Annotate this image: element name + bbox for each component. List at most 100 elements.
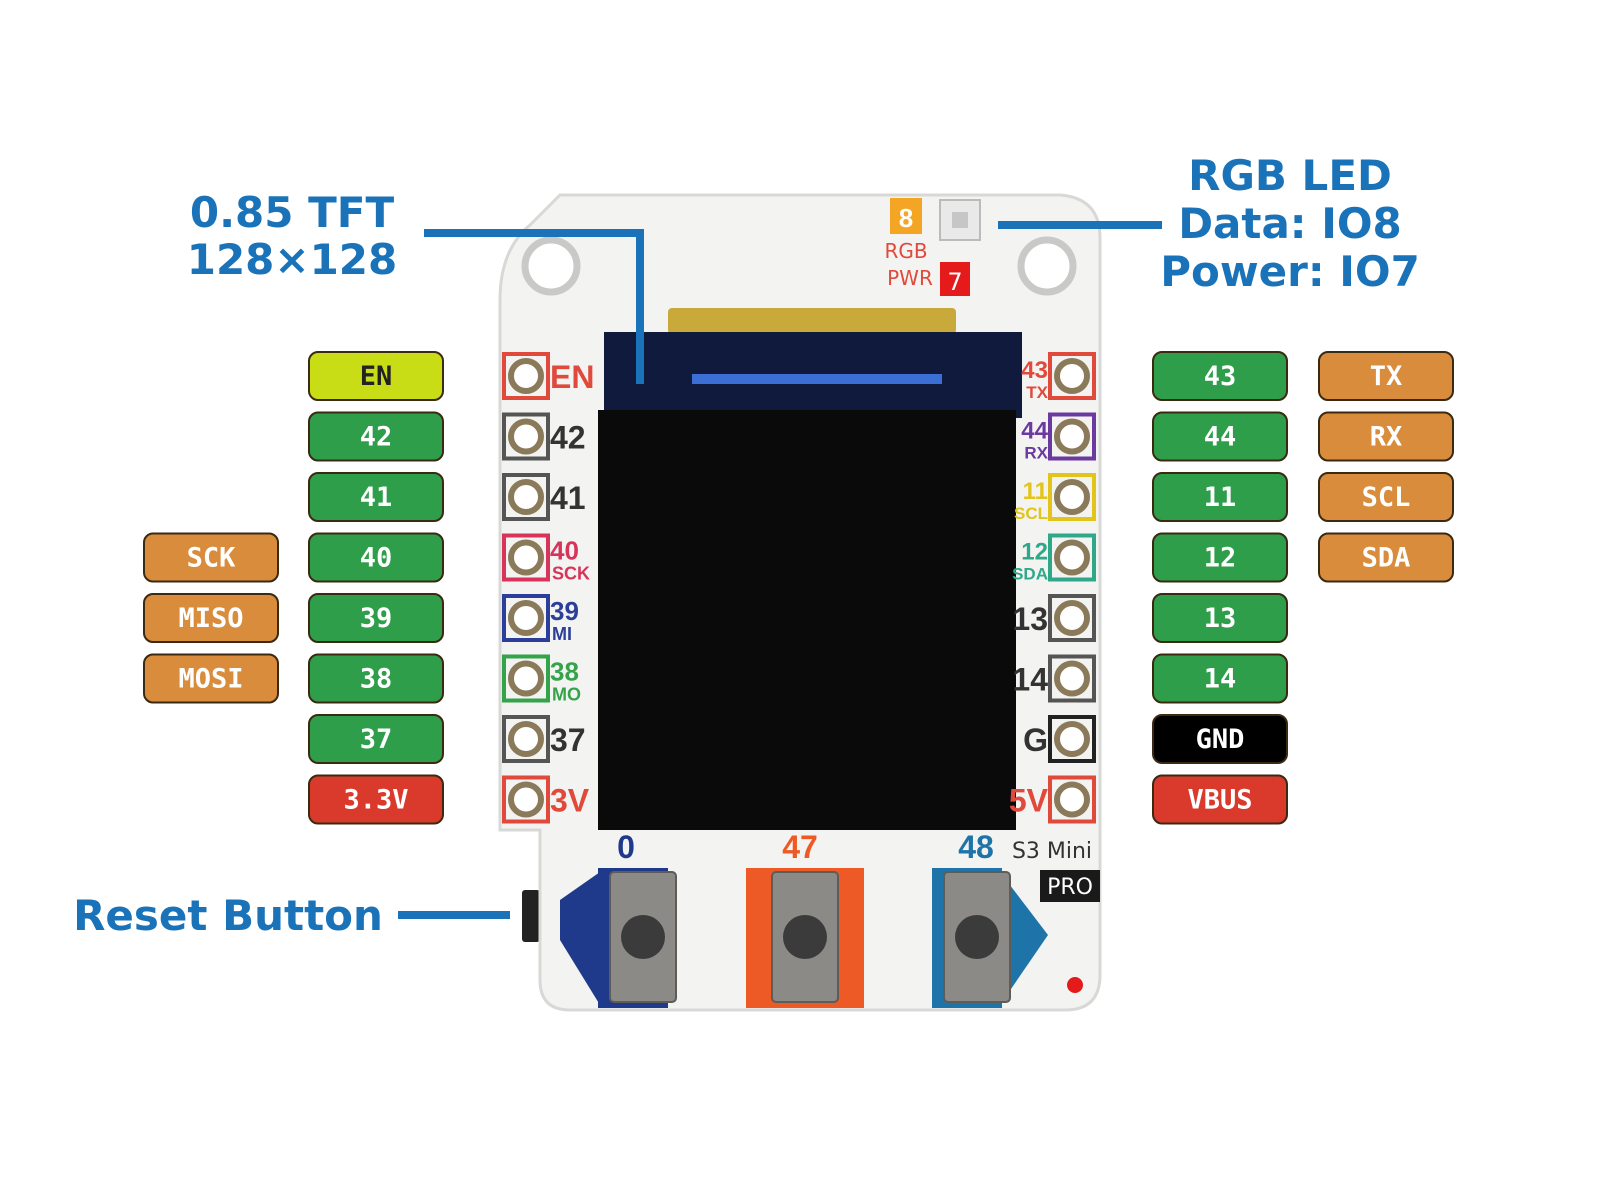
right-func-label-sda-bg [1318,532,1454,583]
left-pin-label-39: 39 [308,593,444,643]
right-func-label-rx-text: RX [1370,422,1403,453]
right-pin-label-vbus: VBUS [1152,774,1288,825]
right-func-label-sda-text: SDA [1362,543,1411,574]
right-pin-frame [1048,594,1096,642]
right-func-label-scl-text: SCL [1362,482,1411,513]
left-func-label-sck-bg [143,532,279,583]
left-pin-hole [508,418,544,455]
right-func-label-scl-bg [1318,472,1454,522]
pro-silk: PRO [1047,875,1093,900]
left-pin-label-40: 40 [308,532,444,583]
right-pin-hole [1054,418,1090,455]
right-pin-frame [1048,533,1096,582]
left-func-label-mosi-text: MOSI [178,664,243,695]
tft-display [598,410,1016,830]
left-pin-label-3-3v: 3.3V [308,774,444,825]
display-flex-cable [668,308,956,334]
right-pin-label-43: 43 [1152,351,1288,401]
right-pin-frame [1048,715,1096,763]
left-pin-hole [508,479,544,515]
left-func-label-miso: MISO [143,593,279,643]
right-func-label-rx: RX [1318,411,1454,462]
left-pin-label-38-text: 38 [360,664,393,695]
tft-callout-line1: 0.85 TFT [190,188,395,237]
right-pin-silk: 44 [1021,418,1048,445]
left-func-label-mosi: MOSI [143,653,279,704]
right-pin-frame [1048,775,1096,824]
right-pin-hole [1054,539,1090,576]
left-pin-label-37-text: 37 [360,724,393,755]
left-func-label-miso-text: MISO [178,603,243,634]
right-pin-silk-sub: TX [1026,383,1048,402]
right-pin-frame [1048,473,1096,521]
left-pin-label-37-bg [308,714,444,764]
tft-callout-line [424,229,644,384]
mounting-hole-right [1017,236,1077,296]
left-pin-label-en-bg [308,351,444,401]
right-func-label-sda: SDA [1318,532,1454,583]
tft-callout: 0.85 TFT 128×128 [187,188,398,284]
right-pin-label-44: 44 [1152,411,1288,462]
button-47[interactable] [771,871,839,1003]
button-0[interactable] [609,871,677,1003]
pin-labels: EN4241403938373.3VSCKMISOMOSI43441112131… [143,351,1454,825]
right-pin-label-13-bg [1152,593,1288,643]
right-func-label-tx-text: TX [1370,361,1403,392]
right-pin-label-13-text: 13 [1204,603,1237,634]
right-func-label-scl: SCL [1318,472,1454,522]
left-pin-silk: 39 [550,596,579,626]
left-pin-label-3-3v-bg [308,774,444,825]
left-pin-hole [508,539,544,576]
left-pin-silk-sub: MI [552,624,572,644]
rgb-pad-marker [890,198,922,234]
right-pin-label-11: 11 [1152,472,1288,522]
left-pin-label-42-text: 42 [360,422,393,453]
right-pin-silk: 5V [1009,783,1049,819]
left-pin-label-40-bg [308,532,444,583]
right-pin-silk: 12 [1021,539,1048,566]
reset-callout-label: Reset Button [73,891,383,940]
right-pin-silk: G [1023,722,1048,758]
right-func-label-tx-bg [1318,351,1454,401]
pro-badge [1040,870,1100,902]
button-48-arrow [1000,872,1048,1005]
right-pin-label-11-bg [1152,472,1288,522]
display-ribbon-strip [692,374,942,384]
button-48[interactable] [943,871,1011,1003]
right-func-label-rx-bg [1318,411,1454,462]
right-pin-label-14-bg [1152,653,1288,704]
left-pin-label-38-bg [308,653,444,704]
right-func-label-tx: TX [1318,351,1454,401]
left-pin-label-37: 37 [308,714,444,764]
left-func-label-sck-text: SCK [187,543,237,574]
right-pin-silk-sub: SCL [1014,504,1048,523]
left-pin-frame [502,775,550,824]
left-pin-silk: 38 [550,657,579,687]
right-pin-label-11-text: 11 [1204,482,1237,513]
left-func-label-miso-bg [143,593,279,643]
right-pin-frame [1048,412,1096,461]
right-pin-label-43-bg [1152,351,1288,401]
mounting-hole-left [521,236,581,296]
left-pin-label-42: 42 [308,411,444,462]
button-0-silk: 0 [617,829,635,865]
left-pin-label-41-bg [308,472,444,522]
left-pin-silk: 40 [550,536,579,566]
rgb-silk-label: RGB [884,239,927,263]
right-pin-label-vbus-bg [1152,774,1288,825]
right-pin-label-43-text: 43 [1204,361,1237,392]
rgb-pad-label: 8 [899,203,913,233]
pwr-pad-label: 7 [947,268,962,296]
right-pin-silk: 43 [1021,357,1048,384]
power-led [1067,977,1083,993]
button-47-silk: 47 [782,829,818,865]
left-pin-silk: 42 [550,420,586,456]
left-pin-frame [502,654,550,703]
right-pin-label-14-text: 14 [1204,664,1237,695]
reset-button-nub[interactable] [522,890,540,942]
right-pin-silk: 13 [1012,601,1048,637]
right-pin-label-12-bg [1152,532,1288,583]
left-pin-silk-sub: SCK [552,564,590,584]
rgb-callout-line1: RGB LED [1188,151,1392,200]
button-48-silk: 48 [958,829,994,865]
